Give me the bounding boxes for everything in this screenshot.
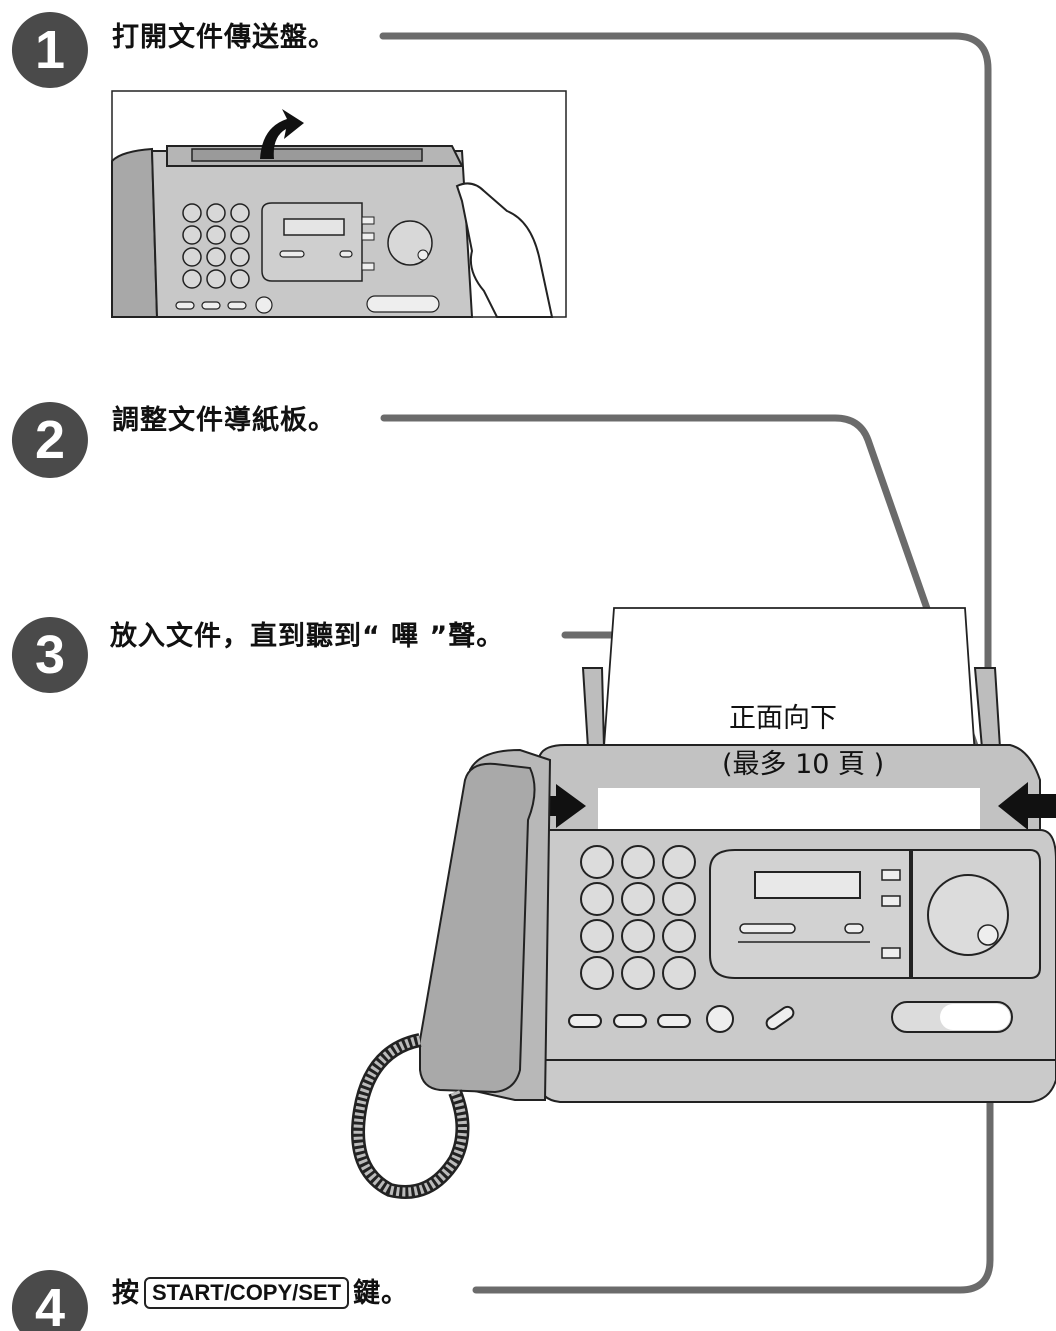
start-copy-set-button <box>940 1004 1010 1030</box>
step-number-1: 1 <box>34 20 66 80</box>
step-1-text: 打開文件傳送盤。 <box>112 22 336 53</box>
step-4-prefix: 按 <box>112 1278 140 1309</box>
step-3-text: 放入文件，直到聽到“ 嗶 ”聲。 <box>110 621 505 652</box>
step-number-4: 4 <box>34 1278 66 1331</box>
hand-icon <box>455 182 554 318</box>
fax-machine-illustration <box>351 607 1056 1199</box>
step-number-2: 2 <box>34 410 66 470</box>
leader-line-step-2 <box>380 414 984 764</box>
step-4-suffix: 鍵。 <box>353 1278 410 1309</box>
start-copy-set-key-label: START/COPY/SET <box>144 1277 350 1309</box>
step-2-text: 調整文件導紙板。 <box>112 405 336 436</box>
arrow-left-icon <box>998 782 1056 830</box>
leader-line-step-4 <box>472 1006 994 1294</box>
fax-tray-illustration <box>111 90 567 318</box>
step-number-3: 3 <box>34 625 66 685</box>
paper-label-max-pages: (最多 10 頁 ) <box>722 749 885 780</box>
step-badge-icon <box>11 12 88 1331</box>
arrow-up-icon <box>260 109 304 159</box>
leader-line-step-1 <box>379 32 992 684</box>
paper-label-face-down: 正面向下 <box>729 703 837 734</box>
